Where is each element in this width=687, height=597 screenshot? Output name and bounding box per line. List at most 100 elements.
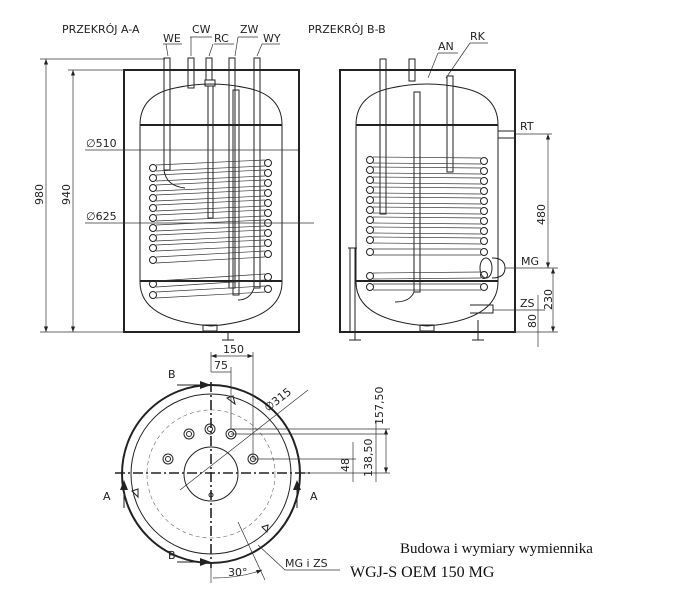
coil-turn <box>264 189 272 197</box>
dim-75: 75 <box>214 359 228 372</box>
top-view: 150 75 ∅315 157,50 138,50 48 30° MG i ZS… <box>103 343 390 583</box>
coil-turn <box>264 239 272 247</box>
coil-turn <box>264 273 272 281</box>
label-an: AN <box>438 40 454 53</box>
section-marker-a-right: A <box>310 490 318 503</box>
dim-150: 150 <box>223 343 244 356</box>
coil-turn <box>149 291 157 299</box>
coil-turn <box>264 169 272 177</box>
coil-tube <box>155 209 266 222</box>
coil-tube <box>372 216 482 225</box>
coil-turn <box>366 156 374 164</box>
coil-tube <box>155 229 266 242</box>
coil-tube <box>155 285 266 299</box>
label-rt: RT <box>520 120 534 133</box>
tank-shell-b <box>355 83 499 327</box>
coil-turn <box>149 164 157 172</box>
coil-tube <box>372 236 482 245</box>
section-marker-b-bottom: B <box>168 549 176 562</box>
coil-turn <box>366 196 374 204</box>
label-rk: RK <box>470 30 486 43</box>
coil-turn <box>480 197 488 205</box>
coil-tube <box>155 239 266 252</box>
coil-tube <box>373 248 481 256</box>
section-marker-b-top: B <box>168 368 176 381</box>
coil-tube <box>372 186 482 195</box>
dim-48: 48 <box>339 458 352 472</box>
coil-turn <box>149 224 157 232</box>
coil-turn <box>264 159 272 167</box>
coil-turn <box>366 226 374 234</box>
caption-line2: WGJ-S OEM 150 MG <box>350 564 495 581</box>
coil-turn <box>264 285 272 293</box>
coil-turn <box>480 217 488 225</box>
coil-turn <box>366 236 374 244</box>
coil-tube <box>372 196 482 205</box>
coil-tube <box>372 226 482 235</box>
coil-tube <box>155 219 266 232</box>
label-mg-i-zs: MG i ZS <box>285 557 328 570</box>
coil-turn <box>149 244 157 252</box>
coil-turn <box>149 194 157 202</box>
label-zs: ZS <box>520 297 535 310</box>
label-cw: CW <box>192 23 211 36</box>
caption-line1: Budowa i wymiary wymiennika <box>400 541 593 557</box>
coil-turn <box>264 179 272 187</box>
label-zw: ZW <box>240 23 259 36</box>
casing-outline-b <box>339 69 516 333</box>
inner-flange <box>183 446 239 502</box>
coil-tube <box>373 283 481 291</box>
tank-shell <box>139 83 283 327</box>
coil-turn <box>366 216 374 224</box>
coil-tube <box>372 176 482 185</box>
coil-turn <box>366 248 374 256</box>
coil-turn <box>480 283 488 291</box>
coil-tube <box>155 159 266 172</box>
coil-turn <box>366 166 374 174</box>
label-rc: RC <box>214 32 229 45</box>
dim-480: 480 <box>535 204 548 225</box>
section-aa-view: PRZEKRÓJ A-A WE CW RC ZW WY 980 940 ∅510… <box>33 23 314 341</box>
coil-tube <box>155 169 266 182</box>
coil-turn <box>480 177 488 185</box>
dim-980: 980 <box>33 184 46 205</box>
dim-d510: ∅510 <box>86 137 117 150</box>
coil-turn <box>264 199 272 207</box>
coil-turn <box>480 271 488 279</box>
label-we: WE <box>163 32 181 45</box>
coil-tube <box>155 179 266 192</box>
coil-turn <box>480 187 488 195</box>
coil-tube <box>155 273 266 288</box>
label-mg: MG <box>521 255 539 268</box>
dim-157-50: 157,50 <box>373 387 386 426</box>
coil-turn <box>149 184 157 192</box>
coil-tube <box>155 199 266 212</box>
coil-turn <box>264 209 272 217</box>
coil-turn <box>480 227 488 235</box>
coil-tube <box>372 271 482 280</box>
heat-exchanger-coil-b <box>366 156 488 291</box>
coil-turn <box>149 204 157 212</box>
coil-tube <box>155 250 266 264</box>
section-bb-title: PRZEKRÓJ B-B <box>308 23 386 36</box>
coil-tube <box>372 156 482 165</box>
dim-940: 940 <box>60 184 73 205</box>
coil-turn <box>264 250 272 258</box>
coil-turn <box>149 256 157 264</box>
dim-230: 230 <box>542 289 555 310</box>
coil-turn <box>366 186 374 194</box>
section-aa-title: PRZEKRÓJ A-A <box>62 23 140 36</box>
coil-turn <box>264 229 272 237</box>
coil-turn <box>366 272 374 280</box>
coil-turn <box>366 176 374 184</box>
coil-turn <box>149 174 157 182</box>
coil-turn <box>480 237 488 245</box>
coil-turn <box>149 234 157 242</box>
coil-turn <box>480 207 488 215</box>
coil-turn <box>480 248 488 256</box>
coil-tube <box>155 189 266 202</box>
dim-138-50: 138,50 <box>362 439 375 478</box>
heat-exchanger-coil <box>149 159 272 299</box>
coil-tube <box>372 206 482 215</box>
